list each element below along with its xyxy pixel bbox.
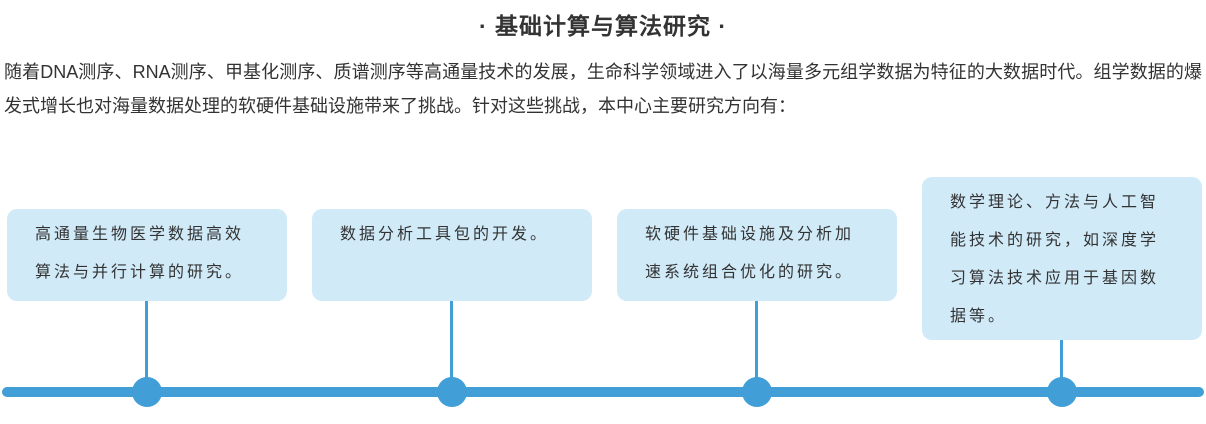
timeline-bar [2, 387, 1204, 397]
timeline-dot-4 [1047, 377, 1077, 407]
research-card-3: 软硬件基础设施及分析加速系统组合优化的研究。 [617, 209, 897, 301]
research-card-4: 数学理论、方法与人工智能技术的研究，如深度学习算法技术应用于基因数据等。 [922, 177, 1202, 340]
timeline-connector-4 [1060, 340, 1063, 389]
timeline-connector-1 [145, 301, 148, 389]
research-card-text: 数据分析工具包的开发。 [340, 226, 550, 243]
timeline-dot-2 [437, 377, 467, 407]
research-card-text: 高通量生物医学数据高效算法与并行计算的研究。 [35, 226, 245, 281]
page-title: · 基础计算与算法研究 · [478, 13, 728, 39]
research-card-2: 数据分析工具包的开发。 [312, 209, 592, 301]
timeline-dot-1 [132, 377, 162, 407]
research-card-1: 高通量生物医学数据高效算法与并行计算的研究。 [7, 209, 287, 301]
research-card-text: 软硬件基础设施及分析加速系统组合优化的研究。 [645, 226, 855, 281]
research-card-text: 数学理论、方法与人工智能技术的研究，如深度学习算法技术应用于基因数据等。 [950, 194, 1160, 325]
intro-paragraph: 随着DNA测序、RNA测序、甲基化测序、质谱测序等高通量技术的发展，生命科学领域… [4, 62, 1202, 116]
timeline-connector-3 [755, 301, 758, 389]
timeline-connector-2 [450, 301, 453, 389]
timeline-dot-3 [742, 377, 772, 407]
